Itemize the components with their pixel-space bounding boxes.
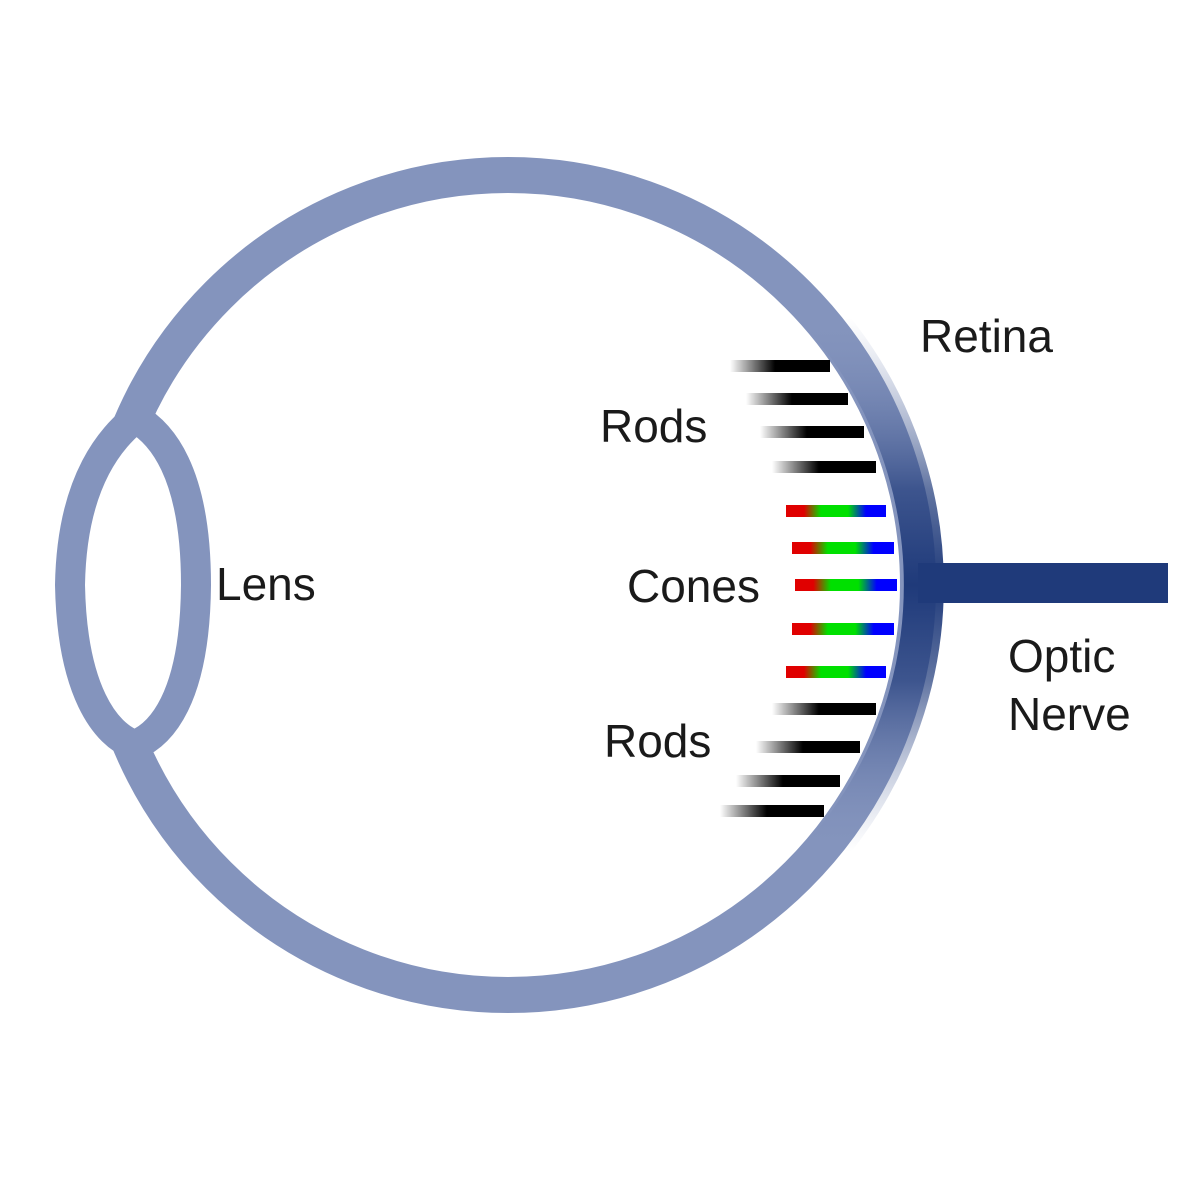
optic-nerve (918, 563, 1168, 603)
label-retina: Retina (920, 310, 1053, 362)
label-lens: Lens (216, 558, 316, 610)
rods-top-group (730, 360, 876, 473)
rods-bottom-group (720, 703, 876, 817)
label-rods-bottom: Rods (604, 715, 711, 767)
rod (772, 461, 876, 473)
lens (54, 399, 212, 761)
rod (730, 360, 830, 372)
cone (786, 505, 886, 517)
label-optic-nerve-line1: Optic (1008, 630, 1115, 682)
label-optic-nerve-line2: Nerve (1008, 688, 1131, 740)
rod (772, 703, 876, 715)
rod (760, 426, 864, 438)
rod (736, 775, 840, 787)
cones-group (786, 505, 897, 678)
rod (720, 805, 824, 817)
cone (792, 542, 894, 554)
cone (786, 666, 886, 678)
label-rods-top: Rods (600, 400, 707, 452)
rod (746, 393, 848, 405)
cone (795, 579, 897, 591)
label-cones: Cones (627, 560, 760, 612)
rod (756, 741, 860, 753)
cone (792, 623, 894, 635)
